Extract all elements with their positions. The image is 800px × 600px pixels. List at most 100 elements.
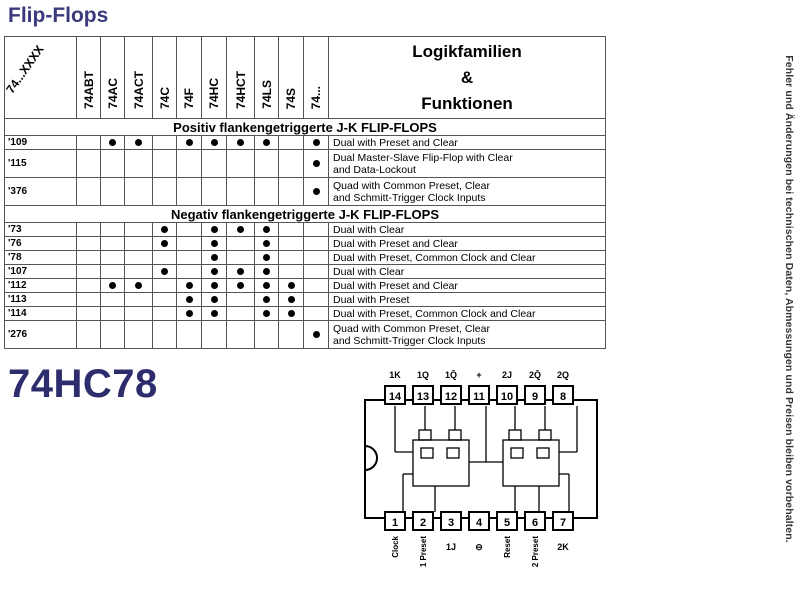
availability-cell: [76, 320, 101, 349]
part-code: '109: [4, 135, 77, 150]
family-header: 74HC: [201, 36, 227, 119]
availability-cell: [226, 149, 255, 178]
available-dot-icon: [263, 295, 270, 303]
availability-cell: [278, 250, 304, 265]
pin-box: [468, 511, 490, 531]
availability-cell: [176, 135, 202, 150]
availability-cell: [100, 320, 125, 349]
availability-cell: [278, 278, 304, 293]
available-dot-icon: [210, 239, 218, 247]
pin-label: 1 Preset: [419, 536, 428, 567]
disclaimer-text: Fehler und Änderungen bei technischen Da…: [783, 55, 795, 543]
family-header: 74ABT: [76, 36, 101, 119]
disclaimer-note: Fehler und Änderungen bei technischen Da…: [779, 6, 799, 592]
availability-cell: [152, 264, 177, 279]
family-label: 74HCT: [233, 70, 248, 109]
pin-box: [552, 511, 574, 531]
availability-cell: [226, 278, 255, 293]
pin-label: 1J: [446, 542, 456, 552]
part-code: '73: [4, 222, 77, 237]
available-dot-icon: [109, 138, 116, 146]
availability-cell: [303, 292, 329, 307]
pin-box: [412, 385, 434, 405]
availability-cell: [152, 278, 177, 293]
availability-cell: [124, 278, 153, 293]
availability-cell: [278, 306, 304, 321]
available-dot-icon: [210, 253, 218, 261]
pin-number: 8: [560, 391, 566, 403]
availability-cell: [76, 250, 101, 265]
availability-cell: [278, 135, 304, 150]
available-dot-icon: [185, 138, 193, 146]
available-dot-icon: [185, 309, 193, 317]
corner-header: 74...XXXX: [3, 36, 77, 119]
availability-cell: [201, 177, 227, 206]
availability-cell: [76, 236, 101, 251]
availability-cell: [254, 264, 279, 279]
available-dot-icon: [210, 225, 218, 233]
availability-cell: [303, 222, 329, 237]
availability-cell: [303, 320, 329, 349]
family-header: 74...: [303, 36, 329, 119]
page-title: Flip-Flops: [8, 4, 109, 27]
ic-notch: [364, 445, 378, 471]
availability-cell: [201, 306, 227, 321]
section-title: Negativ flankengetriggerte J-K FLIP-FLOP…: [4, 205, 606, 223]
function-description: Dual with Preset and Clear: [328, 135, 606, 150]
available-dot-icon: [135, 138, 142, 146]
availability-cell: [303, 135, 329, 150]
family-label: 74AC: [105, 78, 120, 109]
availability-cell: [76, 149, 101, 178]
availability-cell: [254, 236, 279, 251]
function-line: and Data-Lockout: [333, 163, 416, 176]
availability-cell: [201, 250, 227, 265]
pin-box: [384, 385, 406, 405]
pin-label: Reset: [503, 536, 512, 558]
availability-cell: [254, 222, 279, 237]
availability-cell: [124, 292, 153, 307]
available-dot-icon: [210, 281, 218, 289]
family-header: 74AC: [100, 36, 125, 119]
pin-label: 2 Preset: [531, 536, 540, 567]
availability-cell: [254, 306, 279, 321]
part-code: '276: [4, 320, 77, 349]
available-dot-icon: [237, 267, 244, 275]
family-label: 74ACT: [131, 70, 146, 109]
availability-cell: [176, 236, 202, 251]
available-dot-icon: [263, 309, 270, 317]
availability-cell: [152, 149, 177, 178]
available-dot-icon: [210, 267, 218, 275]
availability-cell: [152, 320, 177, 349]
availability-cell: [226, 222, 255, 237]
pin-label: 1Q̄: [445, 370, 457, 380]
availability-cell: [303, 177, 329, 206]
availability-cell: [278, 222, 304, 237]
available-dot-icon: [263, 281, 270, 289]
availability-cell: [226, 306, 255, 321]
availability-cell: [76, 306, 101, 321]
function-description: Dual with Preset: [328, 292, 606, 307]
pin-label: 1K: [389, 370, 401, 380]
available-dot-icon: [210, 295, 218, 303]
part-code: '107: [4, 264, 77, 279]
availability-cell: [226, 320, 255, 349]
pin-box: [440, 385, 462, 405]
family-header: 74F: [176, 36, 202, 119]
pin-box: [412, 511, 434, 531]
corner-label: 74...XXXX: [3, 42, 47, 97]
availability-cell: [100, 135, 125, 150]
availability-cell: [176, 320, 202, 349]
pin-number: 3: [448, 517, 454, 529]
availability-cell: [201, 149, 227, 178]
function-description: Dual with Preset, Common Clock and Clear: [328, 306, 606, 321]
available-dot-icon: [237, 281, 244, 289]
flip-flop-1: [412, 439, 470, 487]
function-description: Dual with Clear: [328, 222, 606, 237]
function-line: Dual with Preset: [333, 293, 410, 306]
